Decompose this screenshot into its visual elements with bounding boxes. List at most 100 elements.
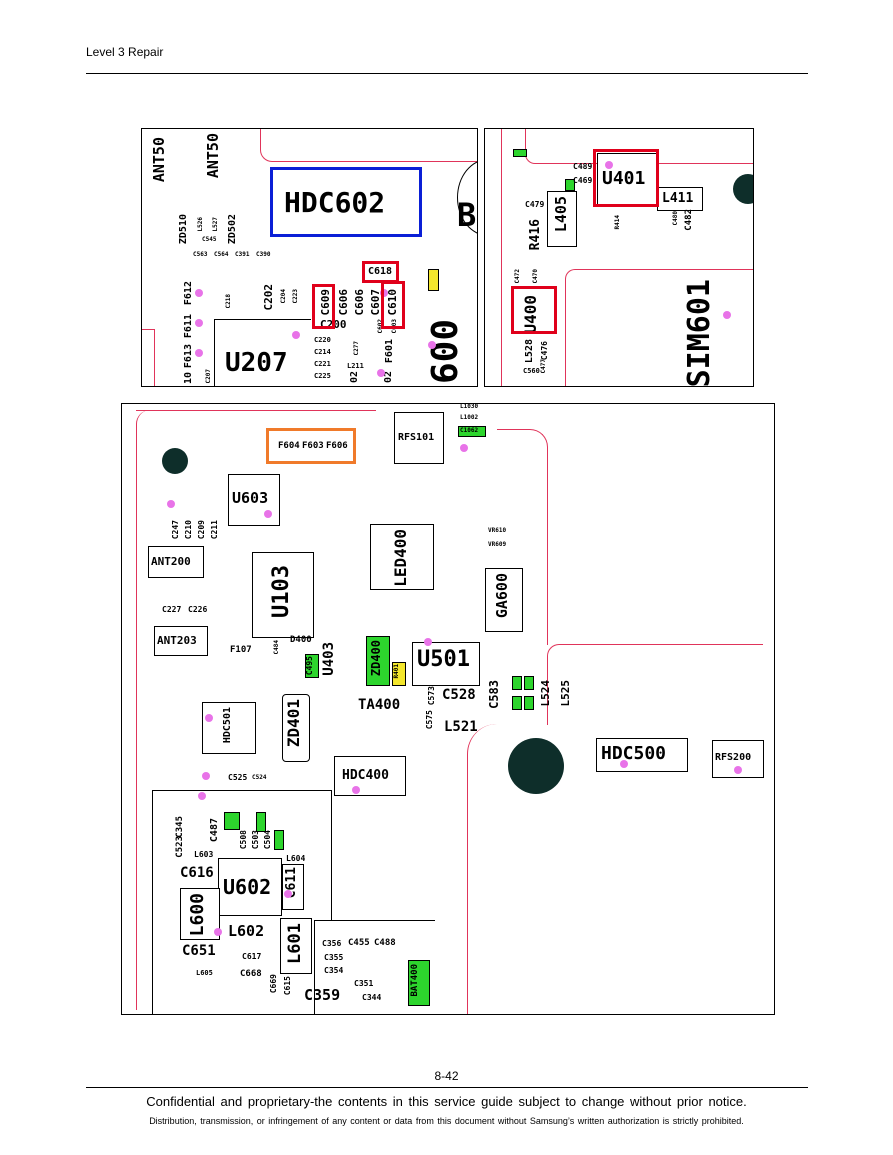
rfs101-part: RFS101 xyxy=(394,412,444,464)
u103-chip: U103 xyxy=(252,552,314,638)
l527-label: L527 xyxy=(212,217,219,232)
c651-label: C651 xyxy=(182,943,216,959)
l525-label: L525 xyxy=(559,680,572,707)
test-point xyxy=(734,766,742,774)
highlight-red-c618 xyxy=(362,261,399,283)
c355-label: C355 xyxy=(324,953,344,962)
u103-label: U103 xyxy=(269,565,294,618)
pcb-panel-right: U401 C489 C469 L411 C479 R416 L405 R414 … xyxy=(484,128,754,387)
c525-label: C525 xyxy=(228,773,248,782)
test-point xyxy=(195,289,203,297)
f613-label: F613 xyxy=(183,344,194,369)
hdc500-label: HDC500 xyxy=(601,743,667,764)
trace xyxy=(501,129,518,386)
c573-label: C573 xyxy=(427,686,436,706)
trace xyxy=(142,329,155,386)
f601-label: F601 xyxy=(384,339,395,364)
b-label: B xyxy=(457,196,477,234)
c207-label: C207 xyxy=(205,369,212,384)
l602-label: L602 xyxy=(228,922,265,940)
test-point xyxy=(198,792,206,800)
l411-part: L411 xyxy=(657,187,703,211)
c345-label: C345 xyxy=(175,816,185,838)
highlight-red-u401 xyxy=(593,149,659,207)
zd401-label: ZD401 xyxy=(284,699,303,748)
ga600-label: GA600 xyxy=(493,573,511,619)
test-point xyxy=(284,890,292,898)
c202-label: C202 xyxy=(262,284,275,311)
l600-label: L600 xyxy=(187,893,208,937)
f107-label: F107 xyxy=(230,645,252,655)
zd400-label: ZD400 xyxy=(369,640,383,677)
l604-label: L604 xyxy=(286,854,306,863)
ant203-part: ANT203 xyxy=(154,626,208,656)
rfs101-label: RFS101 xyxy=(398,432,435,443)
green-part xyxy=(512,696,522,710)
footer-confidential: Confidential and proprietary-the content… xyxy=(146,1094,747,1109)
test-point xyxy=(202,772,210,780)
c277-label: C277 xyxy=(353,341,360,356)
c356-label: C356 xyxy=(322,939,342,948)
pcb-panel-bottom: F604 F603 F606 RFS101 L1030 L1002 C1062 … xyxy=(121,403,775,1015)
c480-label: C480 xyxy=(672,211,679,226)
board-outline-trace xyxy=(136,410,376,421)
f611-label: F611 xyxy=(183,314,194,339)
c504-label: C504 xyxy=(263,830,272,850)
board-outline-trace xyxy=(547,644,763,725)
ant200-part: ANT200 xyxy=(148,546,204,578)
test-point xyxy=(620,760,628,768)
green-part xyxy=(512,676,522,690)
footer-rule xyxy=(86,1087,808,1088)
test-point xyxy=(214,928,222,936)
c606-label: C606 xyxy=(337,289,350,316)
n02a-label: 02 xyxy=(349,371,360,384)
vr609-label: VR609 xyxy=(488,541,507,548)
c489-label: C489 xyxy=(573,162,593,171)
c344-label: C344 xyxy=(362,993,382,1002)
led400-part: LED400 xyxy=(370,524,434,590)
l524-label: L524 xyxy=(539,680,552,707)
c247-label: C247 xyxy=(171,520,180,540)
green-part xyxy=(524,696,534,710)
c528-label: C528 xyxy=(442,687,476,703)
c391-label: C391 xyxy=(235,251,250,258)
page-number: 8-42 xyxy=(434,1069,459,1083)
l605-label: L605 xyxy=(196,969,213,977)
vr610-label: VR610 xyxy=(488,527,507,534)
highlight-red-u400 xyxy=(511,286,557,334)
ga600-part: GA600 xyxy=(485,568,523,632)
l1002-label: L1002 xyxy=(460,414,479,421)
c223-label: C223 xyxy=(292,289,299,304)
black-pad xyxy=(508,738,564,794)
c669-label: C669 xyxy=(269,974,278,994)
u602-label: U602 xyxy=(223,875,272,899)
green-part xyxy=(224,812,240,830)
c617-label: C617 xyxy=(242,952,262,961)
led400-label: LED400 xyxy=(391,529,410,587)
u207-chip: U207 xyxy=(214,319,311,386)
c469-label: C469 xyxy=(573,176,593,185)
r401-label: R401 xyxy=(393,664,400,679)
rfs200-label: RFS200 xyxy=(715,752,752,763)
green-part xyxy=(274,830,284,850)
l405-label: L405 xyxy=(552,196,570,233)
hdc602-box: HDC602 xyxy=(276,177,416,232)
zd400-part xyxy=(366,636,390,686)
zd510-label: ZD510 xyxy=(178,214,189,245)
c211-label: C211 xyxy=(210,520,219,540)
f603-label: F603 xyxy=(302,441,324,451)
c1062-part xyxy=(458,426,486,437)
hdc501-label: HDC501 xyxy=(222,707,233,744)
test-point xyxy=(428,341,436,349)
f610-label: 10 xyxy=(183,372,194,385)
l528-label: L528 xyxy=(524,339,535,364)
c523-label: C523 xyxy=(175,836,185,858)
d400-label: D400 xyxy=(290,635,312,645)
r414-label: R414 xyxy=(614,215,621,230)
u501-chip: U501 xyxy=(412,642,480,686)
u403-label: U403 xyxy=(321,642,337,676)
c354-label: C354 xyxy=(324,966,344,975)
zd502-label: ZD502 xyxy=(227,214,238,245)
c220-label: C220 xyxy=(314,336,331,344)
n600-label: 600 xyxy=(425,319,466,385)
